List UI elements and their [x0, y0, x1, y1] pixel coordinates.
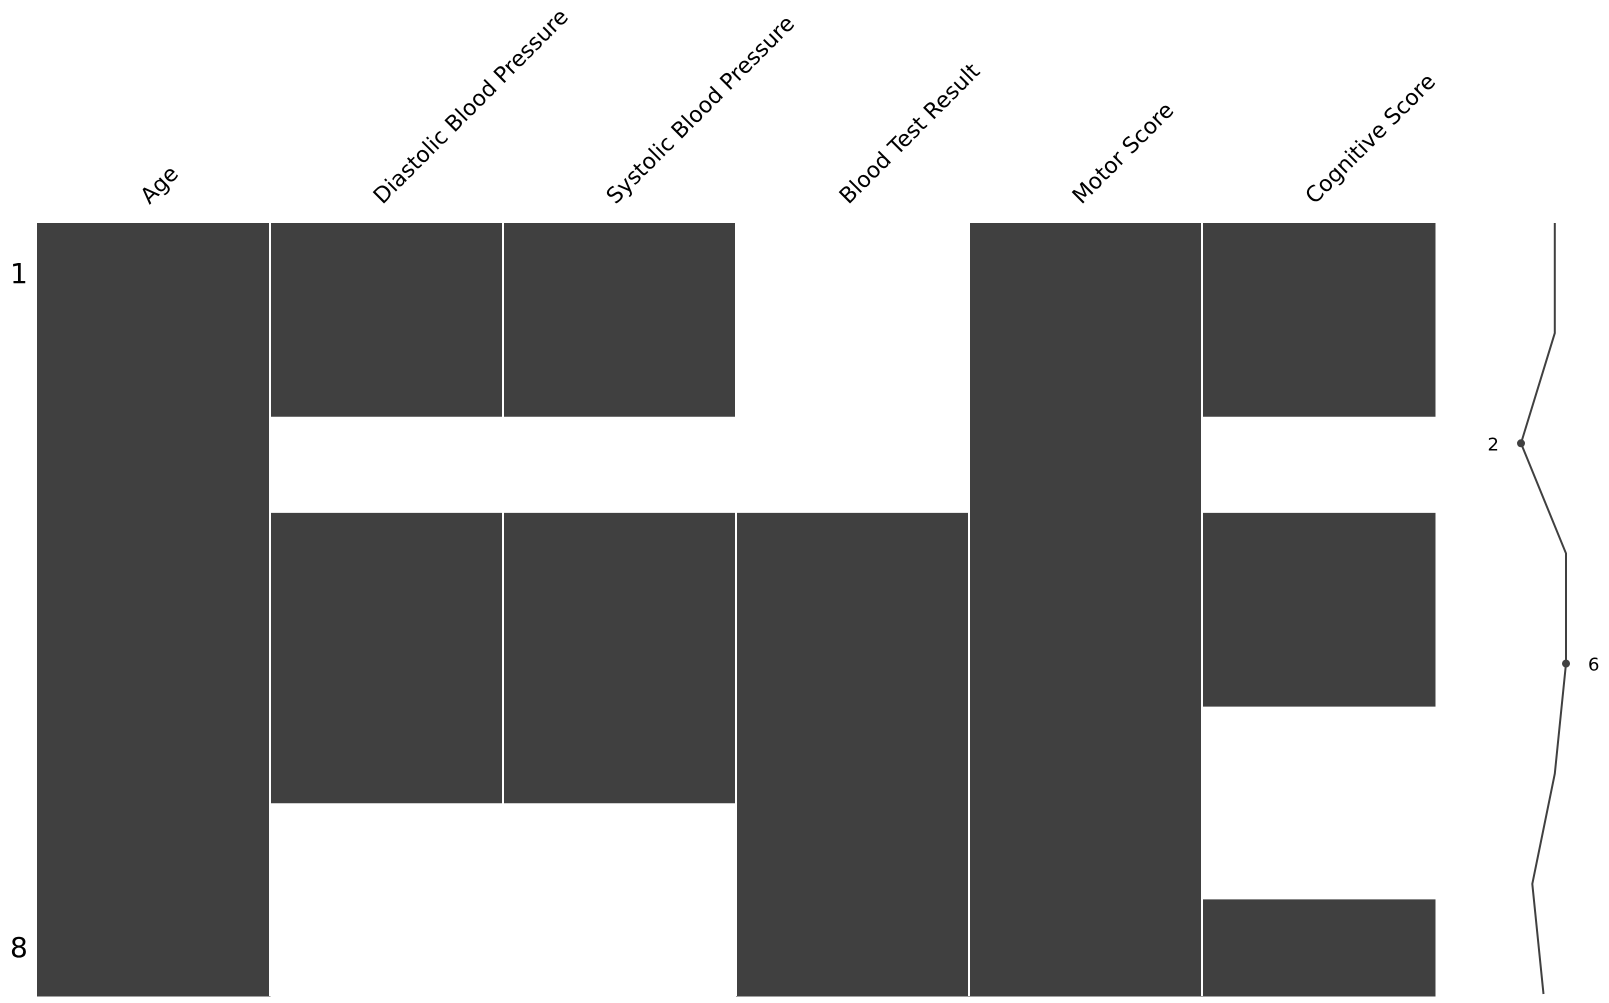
matrix-cell-present	[969, 512, 1203, 610]
matrix-cell-present	[37, 223, 271, 321]
matrix-cell-present	[969, 416, 1203, 514]
sparkline-line	[1519, 223, 1567, 995]
sparkline-max-marker	[1562, 659, 1570, 668]
matrix-cell-present	[37, 416, 271, 514]
matrix-cell-present	[37, 899, 271, 997]
column-label: Age	[136, 161, 184, 209]
matrix-cell-present	[503, 609, 737, 707]
sparkline-min-label: 2	[1488, 434, 1499, 455]
matrix-cell-present	[969, 319, 1203, 417]
row-label-first: 1	[10, 257, 28, 290]
matrix-cell-present	[37, 706, 271, 804]
matrix-cell-present	[736, 802, 970, 900]
matrix-cell-present	[1202, 899, 1436, 997]
row-labels: 1 8	[10, 257, 28, 964]
matrix-cell-present	[969, 899, 1203, 997]
matrix-cell-present	[270, 223, 504, 321]
matrix-cells	[37, 223, 1436, 997]
matrix-cell-present	[969, 609, 1203, 707]
matrix-cell-present	[37, 512, 271, 610]
row-label-last: 8	[10, 931, 28, 964]
matrix-cell-present	[1202, 319, 1436, 417]
matrix-cell-present	[270, 319, 504, 417]
matrix-cell-present	[1202, 609, 1436, 707]
sparkline-max-label: 6	[1588, 655, 1599, 676]
sparkline-min-marker	[1517, 439, 1525, 448]
matrix-cell-present	[1202, 512, 1436, 610]
column-separators	[269, 223, 1203, 996]
matrix-cell-present	[37, 802, 271, 900]
matrix-cell-present	[270, 609, 504, 707]
column-label: Diastolic Blood Pressure	[369, 5, 574, 210]
matrix-cell-present	[736, 899, 970, 997]
column-label: Blood Test Result	[835, 59, 985, 209]
matrix-cell-present	[503, 512, 737, 610]
column-label: Cognitive Score	[1301, 69, 1441, 209]
matrix-cell-present	[503, 706, 737, 804]
matrix-cell-present	[969, 802, 1203, 900]
matrix-cell-present	[1202, 223, 1436, 321]
matrix-cell-present	[37, 609, 271, 707]
matrix-cell-present	[736, 706, 970, 804]
matrix-cell-present	[270, 512, 504, 610]
matrix-cell-present	[270, 706, 504, 804]
matrix-cell-present	[736, 609, 970, 707]
matrix-cell-present	[37, 319, 271, 417]
row-completeness-sparkline: 2 6	[1488, 223, 1599, 995]
matrix-cell-present	[969, 706, 1203, 804]
column-label: Systolic Blood Pressure	[602, 11, 800, 209]
column-label: Motor Score	[1068, 98, 1179, 209]
matrix-cell-present	[736, 512, 970, 610]
matrix-cell-present	[503, 319, 737, 417]
matrix-cell-present	[503, 223, 737, 321]
matrix-cell-present	[969, 223, 1203, 321]
